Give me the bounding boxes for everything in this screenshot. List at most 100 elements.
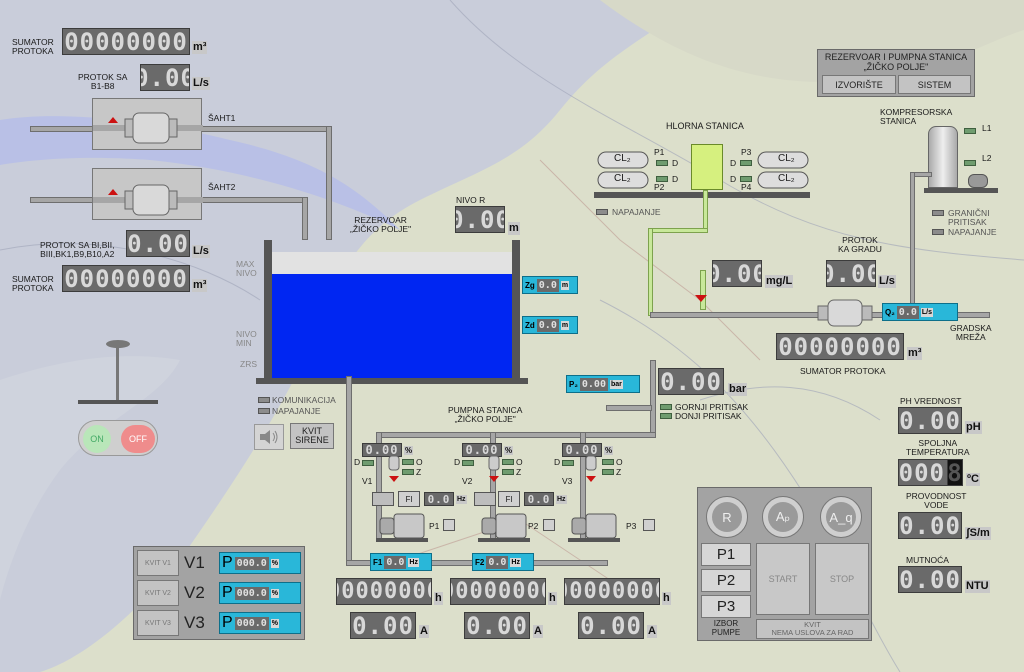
aq-button[interactable]: A_q <box>820 496 862 538</box>
temp-display: 000 <box>898 459 948 486</box>
izvoriste-button[interactable]: IZVORIŠTE <box>822 75 896 94</box>
napajanje-indicator <box>258 408 270 414</box>
p2-label: P2 <box>528 521 539 531</box>
protok-ka-gradu-unit: L/s <box>878 275 896 288</box>
speaker-icon[interactable] <box>254 424 284 450</box>
valve-v3-icon[interactable] <box>584 455 598 486</box>
komunikacija-indicator <box>258 397 270 403</box>
r-button[interactable]: R <box>706 496 748 538</box>
select-p2-button[interactable]: P2 <box>701 569 751 592</box>
v2-name: V2 <box>184 583 205 602</box>
gradska-mreza-label: GRADSKA MREŽA <box>950 323 992 342</box>
pump-p2-icon <box>478 510 530 542</box>
saht1-label: ŠAHT1 <box>208 113 236 123</box>
p3-chlor-indicator <box>740 160 752 166</box>
sumator-top-display: 00000000 <box>62 28 190 55</box>
chlor-meter-unit: mg/L <box>765 275 794 288</box>
reservoir-title: REZERVOAR „ŽIČKO POLJE" <box>350 215 412 234</box>
reservoir-air <box>272 252 512 274</box>
sistem-button[interactable]: SISTEM <box>898 75 971 94</box>
p1-z-indicator <box>402 469 414 475</box>
p3-select-box[interactable] <box>643 519 655 531</box>
gornji-label: GORNJI PRITISAK <box>675 402 749 412</box>
protok-ka-gradu-display: 0.00 <box>826 260 876 287</box>
temp-label: SPOLJNA TEMPERATURA <box>906 438 970 457</box>
hlorna-floor <box>594 192 810 198</box>
f2-unit: Hz <box>510 557 521 567</box>
reservoir-water <box>272 274 512 378</box>
chlor-pipe-left <box>648 228 708 233</box>
zd-value: 0.0 <box>536 318 559 332</box>
cl-label-2: Cl₂ <box>614 173 631 184</box>
f1-label: F1 <box>373 557 383 567</box>
f2-label: F2 <box>475 557 485 567</box>
protok-bi-display: 0.00 <box>126 230 190 257</box>
start-button[interactable]: START <box>756 543 810 615</box>
p2-pressure-box: P₂ 0.00 bar <box>566 375 640 393</box>
v1-position-box: P 000.0 % <box>219 552 301 574</box>
p2-hours-display: 00000000 <box>450 578 546 605</box>
kvit-sirene-button[interactable]: KVIT SIRENE <box>290 423 334 449</box>
min-level-label: NIVO MIN <box>236 329 257 348</box>
hlorna-title: HLORNA STANICA <box>666 121 744 131</box>
on-off-switch[interactable]: ON OFF <box>78 420 158 456</box>
p2-amps-display: 0.00 <box>464 612 530 639</box>
lamp-icon <box>78 340 158 404</box>
p2-chlor-label: P2 <box>654 182 665 192</box>
ap-button[interactable]: Aₚ <box>762 496 804 538</box>
pump-p1-icon <box>376 510 428 542</box>
kvit-v2-button[interactable]: KVIT V2 <box>137 580 179 606</box>
kvit-v3-button[interactable]: KVIT V3 <box>137 610 179 636</box>
p3-o-label: O <box>616 457 623 467</box>
stop-button[interactable]: STOP <box>815 543 869 615</box>
select-p1-button[interactable]: P1 <box>701 543 751 566</box>
komp-napajanje-indicator <box>932 229 944 235</box>
d-label-1: D <box>672 158 679 168</box>
d-label-3: D <box>730 158 737 168</box>
chlor-sample-pipe <box>700 270 706 310</box>
p2-pct-display: 0.00 <box>462 443 502 457</box>
zd-box: Zd 0.0 m <box>522 316 578 334</box>
p2-z-indicator <box>502 469 514 475</box>
ph-label: pH VREDNOST <box>900 396 962 406</box>
f1-unit: Hz <box>408 557 419 567</box>
cl-label-4: Cl₂ <box>778 173 795 184</box>
control-panel: R Aₚ A_q P1 P2 P3 START STOP IZBOR PUMPE… <box>697 487 872 641</box>
cl-label-3: Cl₂ <box>778 153 795 164</box>
p1-select-box[interactable] <box>443 519 455 531</box>
kvit-nema-uslova-button[interactable]: KVIT NEMA USLOVA ZA RAD <box>756 619 869 639</box>
granicni-indicator <box>932 210 944 216</box>
q2-unit: L/s <box>920 307 933 317</box>
pressure-pipe-v <box>650 360 656 436</box>
select-p3-button[interactable]: P3 <box>701 595 751 618</box>
reservoir-wall-left <box>264 240 272 382</box>
p2-fi-block <box>474 492 496 506</box>
protok-bi-unit: L/s <box>192 245 210 258</box>
q2-value: 0.0 <box>896 305 919 319</box>
p3-chlor-label: P3 <box>741 147 752 157</box>
izbor-pumpe-label: IZBOR PUMPE <box>711 619 741 637</box>
suction-pipe-v <box>346 376 352 566</box>
off-button[interactable]: OFF <box>121 425 155 453</box>
l2-indicator <box>964 160 976 166</box>
p2-hours-unit: h <box>548 592 557 605</box>
valve-v2-icon[interactable] <box>487 455 501 486</box>
saht1-box <box>92 98 203 150</box>
v2-position-box: P 000.0 % <box>219 582 301 604</box>
p3-d-label: D <box>554 457 561 467</box>
valve-v1-icon[interactable] <box>387 455 401 486</box>
l1-indicator <box>964 128 976 134</box>
v1-p-label: P <box>222 554 233 571</box>
city-sumator-label: SUMATOR PROTOKA <box>800 366 886 376</box>
hlorna-napajanje-indicator <box>596 209 608 215</box>
discharge-header <box>376 432 656 438</box>
granicni-label: GRANIČNI PRITISAK <box>948 208 990 227</box>
kvit-v1-button[interactable]: KVIT V1 <box>137 550 179 576</box>
p2-select-box[interactable] <box>543 519 555 531</box>
city-valve-icon[interactable] <box>694 292 708 304</box>
p1-o-label: O <box>416 457 423 467</box>
chlor-pipe-down <box>703 190 708 232</box>
ph-display: 0.00 <box>898 407 962 434</box>
gornji-indicator <box>660 404 672 410</box>
on-button[interactable]: ON <box>83 425 111 453</box>
